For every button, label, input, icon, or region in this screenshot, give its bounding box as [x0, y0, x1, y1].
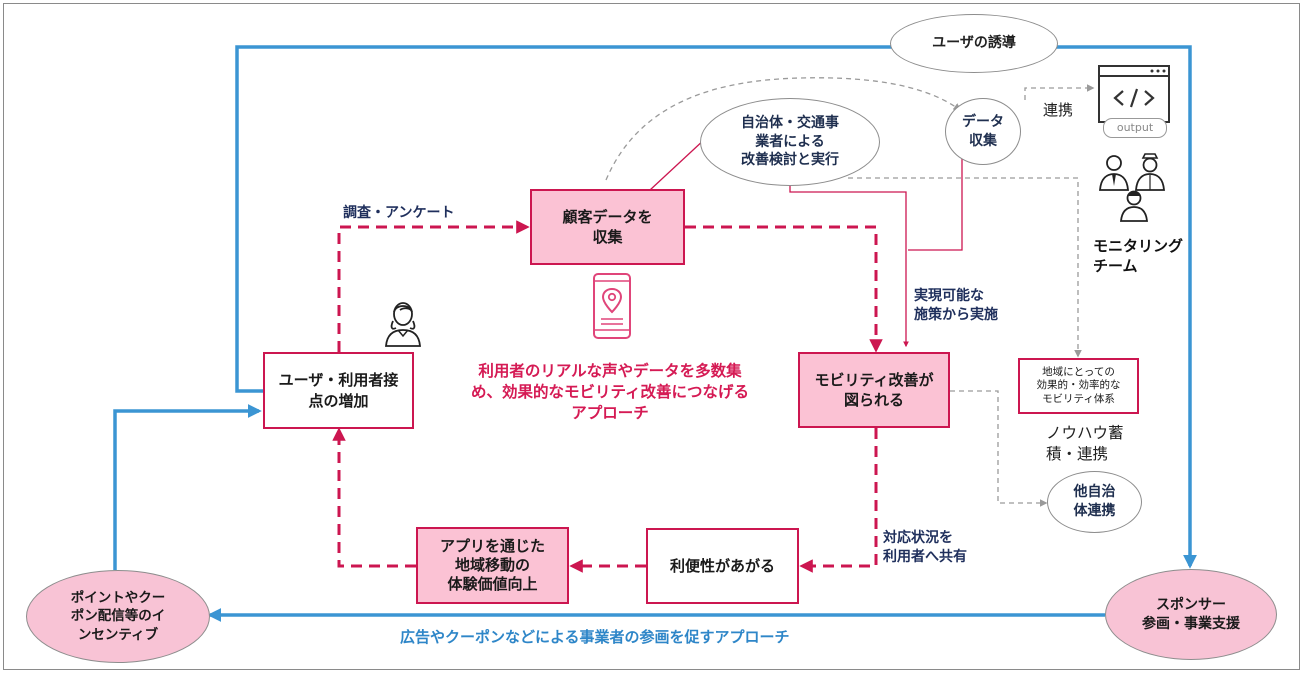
- dashed-mobility-to-other: [950, 390, 1048, 507]
- knowhow-label: ノウハウ蓄 積・連携: [1046, 424, 1124, 463]
- feasible-label: 実現可能な 施策から実施: [914, 288, 998, 323]
- mobility-improved-box: モビリティ改善が 図られる: [798, 352, 950, 428]
- arrow-survey: [337, 220, 530, 352]
- monitoring-team-icon: [1099, 153, 1165, 222]
- line-data-to-mobility: [908, 150, 963, 251]
- code-window-icon: output: [1097, 64, 1171, 140]
- smartphone-location-icon: [593, 273, 631, 339]
- data-collection-ellipse: データ 収集: [945, 98, 1021, 165]
- app-experience-box: アプリを通じた 地域移動の 体験価値向上: [416, 527, 569, 604]
- person-icon: [385, 302, 421, 347]
- user-guidance-ellipse: ユーザの誘導: [890, 14, 1058, 73]
- convenience-box: 利便性があがる: [646, 528, 799, 604]
- arrow-share-status: [799, 428, 878, 573]
- customer-data-box: 顧客データを 収集: [530, 189, 685, 265]
- blue-left-up-arrow: [113, 404, 262, 570]
- dashed-data-to-output: [1024, 84, 1095, 100]
- survey-label: 調査・アンケート: [343, 205, 455, 221]
- dashed-arc-to-data: [605, 77, 962, 181]
- diagram-frame: [3, 3, 1300, 670]
- monitoring-team-label: モニタリング チーム: [1093, 237, 1184, 276]
- line-municipality-to-mobility: [789, 165, 909, 348]
- arrow-to-touchpoints: [332, 427, 416, 568]
- output-badge: output: [1103, 118, 1167, 138]
- other-municipalities-ellipse: 他自治 体連携: [1047, 471, 1142, 533]
- effective-system-box: 地域にとっての 効果的・効率的な モビリティ体系: [1018, 358, 1139, 414]
- collaboration-label: 連携: [1043, 101, 1074, 119]
- share-status-label: 対応状況を 利用者へ共有: [883, 530, 967, 565]
- line-customer-to-municipality: [649, 137, 707, 191]
- bottom-message: 広告やクーポンなどによる事業者の参画を促すアプローチ: [400, 628, 790, 646]
- sponsor-ellipse: スポンサー 参画・事業支援: [1105, 569, 1277, 660]
- dashed-municipality-to-system: [848, 177, 1082, 358]
- incentives-ellipse: ポイントやクー ポン配信等のイ ンセンティブ: [26, 570, 210, 663]
- blue-loop-top: [235, 45, 1197, 569]
- center-message: 利用者のリアルな声やデータを多数集 め、効果的なモビリティ改善につなげる アプロ…: [470, 362, 750, 422]
- user-touchpoints-box: ユーザ・利用者接 点の増加: [263, 352, 414, 429]
- arrow-to-mobility: [685, 225, 883, 353]
- municipality-ellipse: 自治体・交通事 業者による 改善検討と実行: [700, 98, 880, 186]
